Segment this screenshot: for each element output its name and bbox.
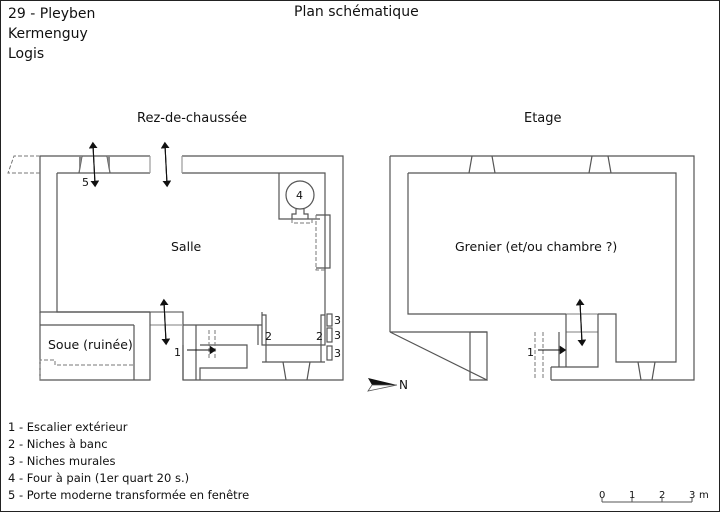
ground-arrows: [88, 141, 217, 355]
scale-tick-3: 3: [689, 490, 695, 501]
ground-floor-plan: [39, 155, 344, 381]
upper-outer-wall: [389, 155, 695, 381]
marker-3b: 3: [334, 329, 341, 342]
upper-window-2: [588, 155, 612, 174]
bench-niche-left: [262, 314, 267, 362]
wall-niche-3: [326, 345, 333, 361]
wall-niche-1: [326, 313, 333, 327]
upper-window-1: [468, 155, 496, 174]
header-place: Kermenguy: [8, 26, 88, 42]
header-building: Logis: [8, 46, 45, 62]
wall-niche-2: [326, 327, 333, 343]
scale-tick-0: 0: [599, 490, 605, 501]
upper-outer-wall-close: [389, 156, 487, 381]
room-soue-label: Soue (ruinée): [48, 337, 133, 352]
upper-window-south: [637, 361, 656, 381]
oven-recess: [278, 173, 320, 220]
room-salle-label: Salle: [171, 239, 202, 254]
scale-tick-2: 2: [659, 490, 665, 501]
legend-item-5: 5 - Porte moderne transformée en fenêtre: [8, 488, 250, 502]
ground-window-south: [262, 361, 325, 381]
stair-block: [182, 324, 262, 380]
marker-4: 4: [296, 189, 303, 202]
north-arrow-icon: [367, 378, 398, 392]
ground-dashed-features: [7, 155, 325, 380]
niche-wall-right: [316, 214, 331, 269]
upper-dashed-features: [534, 332, 544, 380]
marker-5: 5: [82, 176, 89, 189]
upper-inner-wall: [407, 172, 677, 363]
ground-door-north: [149, 156, 183, 173]
stair-hidden-steps: [208, 330, 216, 360]
legend-item-2: 2 - Niches à banc: [8, 437, 108, 451]
header-location: 29 - Pleyben: [8, 6, 96, 22]
upper-arrows: [538, 298, 587, 355]
niche-dashed: [315, 215, 325, 271]
ground-inner-wall: [56, 172, 326, 346]
soue-ruined-wall: [39, 359, 134, 380]
oven-mouth: [291, 219, 313, 224]
upper-floor-label: Etage: [524, 111, 562, 126]
scale-bar: [601, 498, 693, 503]
upper-door-opening: [566, 313, 598, 333]
ground-floor-label: Rez-de-chaussée: [137, 111, 248, 126]
marker-3a: 3: [334, 314, 341, 327]
marker-1-upper: 1: [527, 346, 534, 359]
marker-2-right: 2: [316, 330, 323, 343]
upper-stair-hidden: [534, 332, 544, 380]
ground-door-south: [150, 311, 183, 326]
plan-title: Plan schématique: [294, 4, 419, 20]
ruined-extension: [7, 155, 40, 174]
upper-floor-plan: [389, 155, 695, 381]
scale-unit: m: [699, 490, 709, 501]
scale-tick-1: 1: [629, 490, 635, 501]
oven-dome: [285, 180, 315, 210]
soue-wall: [39, 312, 151, 381]
room-grenier-label: Grenier (et/ou chambre ?): [455, 239, 618, 254]
legend-item-4: 4 - Four à pain (1er quart 20 s.): [8, 471, 190, 485]
legend-item-1: 1 - Escalier extérieur: [8, 420, 128, 434]
marker-3c: 3: [334, 347, 341, 360]
marker-2-left: 2: [265, 330, 272, 343]
marker-1-ground: 1: [174, 346, 181, 359]
bench-niche-right: [320, 314, 325, 362]
north-label: N: [399, 378, 408, 392]
legend-item-3: 3 - Niches murales: [8, 454, 116, 468]
upper-stair-well: [550, 314, 599, 380]
